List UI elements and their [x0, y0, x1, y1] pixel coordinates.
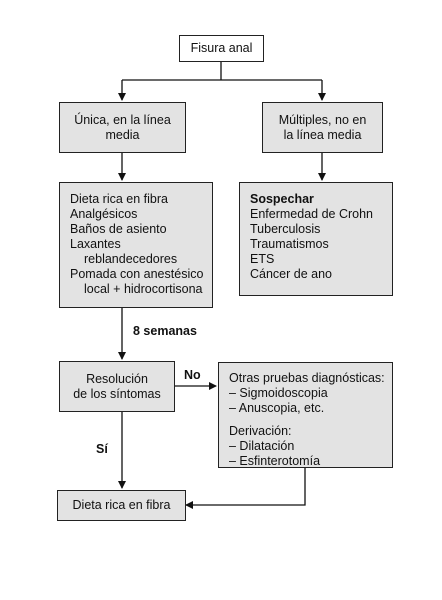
- root-label: Fisura anal: [190, 41, 253, 55]
- suspect-item: Cáncer de ano: [250, 267, 333, 281]
- treatment-item: local + hidrocortisona: [84, 282, 203, 296]
- treatment-item: Pomada con anestésico: [70, 267, 204, 281]
- multiple-line2: la línea media: [283, 127, 362, 142]
- final-box: Dieta rica en fibra: [57, 490, 186, 521]
- other-tests-item: – Anuscopia, etc.: [229, 401, 325, 415]
- multiple-box: Múltiples, no en la línea media: [262, 102, 383, 153]
- other-tests-title: Otras pruebas diagnósticas:: [229, 371, 385, 385]
- resolution-box: Resolución de los síntomas: [59, 361, 175, 412]
- treatment-item: Analgésicos: [70, 207, 138, 221]
- final-label: Dieta rica en fibra: [72, 498, 171, 512]
- multiple-line1: Múltiples, no en: [278, 112, 367, 127]
- arrow-referral-to-final: [185, 468, 306, 509]
- treatment-item: Laxantes: [70, 237, 121, 251]
- suspect-item: ETS: [250, 252, 275, 266]
- resolution-line2: de los síntomas: [73, 386, 161, 401]
- no-label: No: [184, 368, 201, 382]
- referral-title: Derivación:: [229, 424, 292, 438]
- treatment-item: Dieta rica en fibra: [70, 192, 168, 206]
- resolution-line1: Resolución: [86, 371, 148, 386]
- suspect-title: Sospechar: [250, 192, 314, 206]
- suspect-box: Sospechar Enfermedad de Crohn Tuberculos…: [239, 182, 393, 296]
- treatment-item: Baños de asiento: [70, 222, 167, 236]
- suspect-item: Enfermedad de Crohn: [250, 207, 373, 221]
- single-midline-line1: Única, en la línea: [74, 112, 171, 127]
- single-midline-line2: media: [105, 127, 140, 142]
- duration-label: 8 semanas: [133, 324, 197, 338]
- suspect-item: Tuberculosis: [250, 222, 321, 236]
- yes-label: Sí: [96, 442, 108, 456]
- other-tests-item: – Sigmoidoscopia: [229, 386, 328, 400]
- suspect-item: Traumatismos: [250, 237, 329, 251]
- treatment-item: reblandecedores: [84, 252, 178, 266]
- single-midline-box: Única, en la línea media: [59, 102, 186, 153]
- referral-item: – Esfinterotomía: [229, 454, 321, 468]
- referral-item: – Dilatación: [229, 439, 295, 453]
- root-box: Fisura anal: [179, 35, 264, 62]
- treatment-box: Dieta rica en fibra Analgésicos Baños de…: [59, 182, 213, 308]
- other-tests-box: Otras pruebas diagnósticas: – Sigmoidosc…: [218, 362, 393, 468]
